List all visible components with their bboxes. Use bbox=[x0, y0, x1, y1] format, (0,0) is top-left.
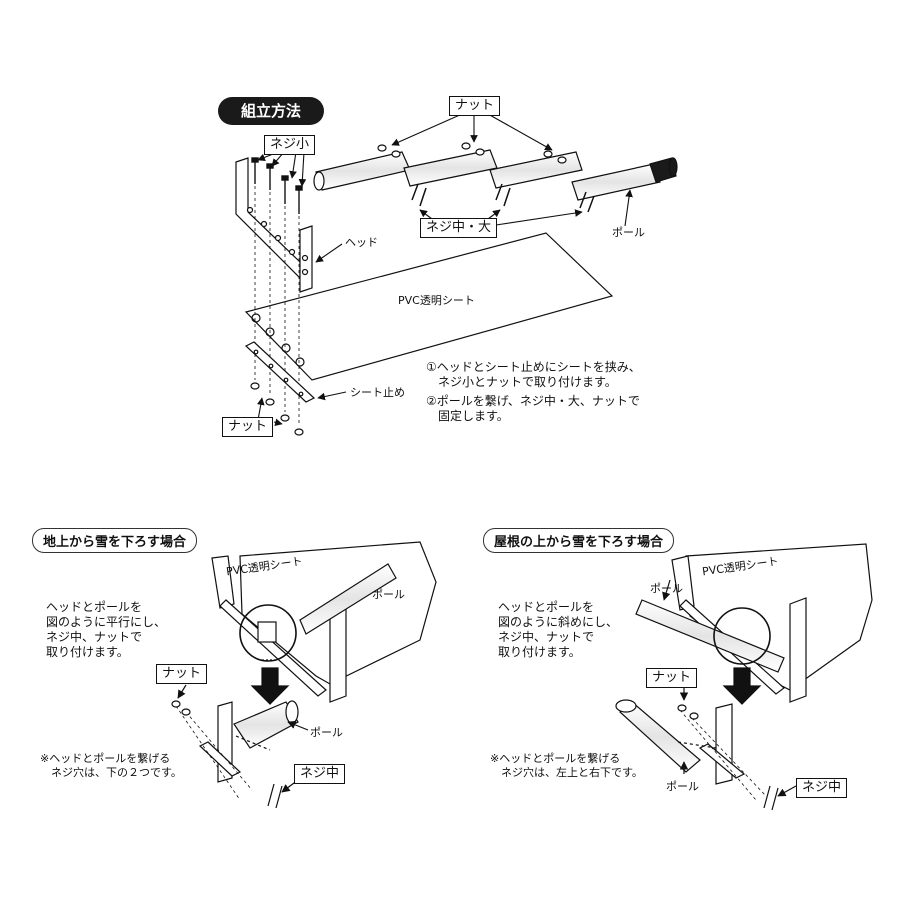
left-panel-title: 地上から雪を下ろす場合 bbox=[32, 528, 197, 553]
label-nut-bottom: ナット bbox=[222, 417, 273, 437]
instruction-line: 取り付けます。 bbox=[46, 645, 166, 660]
instruction-line: 取り付けます。 bbox=[498, 645, 618, 660]
label-pvc-sheet: PVC透明シート bbox=[398, 294, 475, 308]
steps-text: ①ヘッドとシート止めにシートを挟み、 ネジ小とナットで取り付けます。 ②ポールを… bbox=[426, 360, 641, 424]
left-label-screw: ネジ中 bbox=[294, 764, 345, 784]
label-small-screw: ネジ小 bbox=[264, 135, 315, 155]
left-instructions: ヘッドとポールを 図のように平行にし、 ネジ中、ナットで 取り付けます。 bbox=[46, 600, 166, 660]
label-nut-top: ナット bbox=[449, 96, 500, 116]
label-mid-large-screw: ネジ中・大 bbox=[420, 218, 497, 238]
label-head: ヘッド bbox=[345, 236, 378, 250]
left-label-pole: ポール bbox=[372, 588, 405, 602]
note-line: ※ヘッドとポールを繋げる bbox=[40, 752, 182, 766]
section-title: 組立方法 bbox=[218, 97, 324, 125]
right-note: ※ヘッドとポールを繋げる ネジ穴は、左上と右下です。 bbox=[490, 752, 643, 780]
instruction-line: 図のように斜めにし、 bbox=[498, 615, 618, 630]
instruction-line: 図のように平行にし、 bbox=[46, 615, 166, 630]
instruction-line: ヘッドとポールを bbox=[498, 600, 618, 615]
instruction-line: ヘッドとポールを bbox=[46, 600, 166, 615]
step-line: ネジ小とナットで取り付けます。 bbox=[426, 375, 641, 390]
step-line: 固定します。 bbox=[426, 409, 641, 424]
right-label-pole: ポール bbox=[650, 582, 683, 596]
right-label-nut: ナット bbox=[646, 668, 697, 688]
note-line: ネジ穴は、下の２つです。 bbox=[40, 766, 182, 780]
right-panel-title: 屋根の上から雪を下ろす場合 bbox=[483, 528, 674, 553]
instruction-line: ネジ中、ナットで bbox=[46, 630, 166, 645]
label-sheet-stopper: シート止め bbox=[350, 386, 405, 400]
left-label-pole-detail: ポール bbox=[310, 726, 343, 740]
pole-segments bbox=[314, 150, 677, 200]
step-line: ①ヘッドとシート止めにシートを挟み、 bbox=[426, 360, 641, 375]
left-note: ※ヘッドとポールを繋げる ネジ穴は、下の２つです。 bbox=[40, 752, 182, 780]
right-label-pole-detail: ポール bbox=[666, 780, 699, 794]
right-instructions: ヘッドとポールを 図のように斜めにし、 ネジ中、ナットで 取り付けます。 bbox=[498, 600, 618, 660]
head-bracket-drawing bbox=[236, 158, 312, 292]
small-screws bbox=[252, 158, 302, 214]
left-label-nut: ナット bbox=[156, 664, 207, 684]
right-label-screw: ネジ中 bbox=[796, 778, 847, 798]
medium-large-screws bbox=[412, 184, 594, 212]
label-pole: ポール bbox=[612, 226, 645, 240]
step-line: ②ポールを繋げ、ネジ中・大、ナットで bbox=[426, 394, 641, 409]
instruction-line: ネジ中、ナットで bbox=[498, 630, 618, 645]
note-line: ネジ穴は、左上と右下です。 bbox=[490, 766, 643, 780]
note-line: ※ヘッドとポールを繋げる bbox=[490, 752, 643, 766]
